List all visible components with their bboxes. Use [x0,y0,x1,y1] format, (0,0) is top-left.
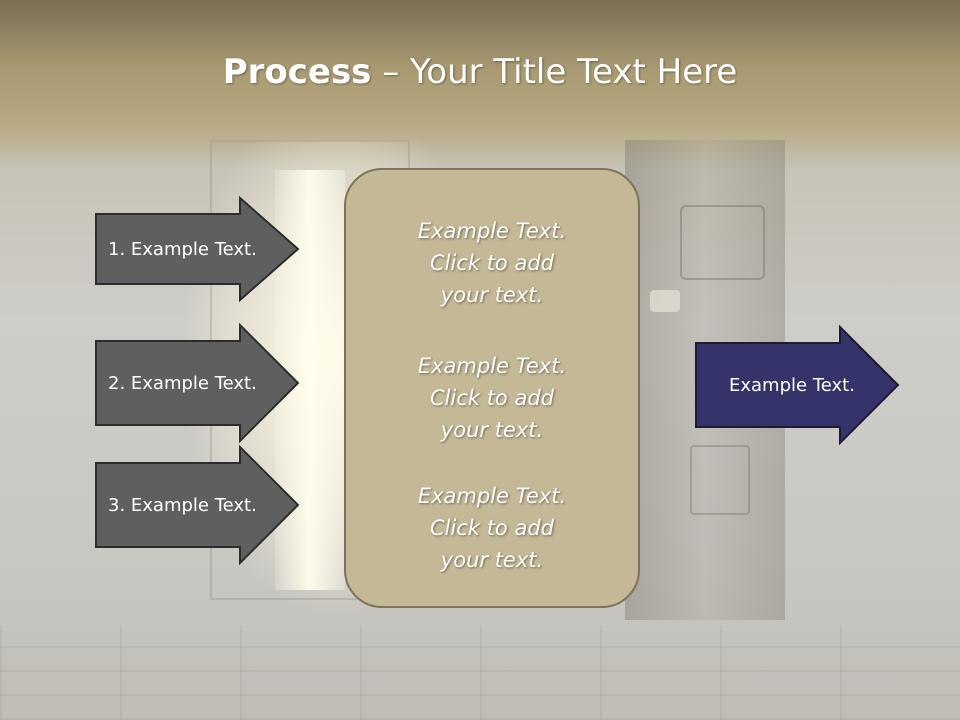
arrow-fill [695,324,900,446]
left-arrow-2[interactable]: 2. Example Text. [95,322,300,444]
slide-title-bold: Process [222,52,372,92]
arrow-fill [95,195,300,303]
background-vault-panel [680,205,765,280]
left-arrow-3[interactable]: 3. Example Text. [95,444,300,566]
center-text-item-2: Example Text. Click to add your text. [346,350,638,446]
arrow-shape-icon [95,195,300,303]
left-arrow-label: 1. Example Text. [108,238,257,260]
center-text-line: Click to add [429,516,554,540]
arrow-fill [95,444,300,566]
background-vault-handle [650,290,680,312]
center-text-line: Click to add [429,251,554,275]
background-vault-lower-panel [690,445,750,515]
arrow-fill [95,322,300,444]
right-arrow[interactable]: Example Text. [695,324,900,446]
right-arrow-label: Example Text. [729,374,855,396]
arrow-shape-icon [95,322,300,444]
center-text-line: Click to add [429,386,554,410]
center-text-item-3: Example Text. Click to add your text. [346,480,638,576]
left-arrow-label: 3. Example Text. [108,494,257,516]
arrow-shape-icon [95,444,300,566]
center-text-line: Example Text. [417,484,567,508]
center-text-line: your text. [440,418,544,442]
left-arrow-1[interactable]: 1. Example Text. [95,195,300,315]
center-text-line: your text. [440,548,544,572]
center-text-line: Example Text. [417,354,567,378]
slide-title[interactable]: Process – Your Title Text Here [0,52,960,92]
left-arrow-label: 2. Example Text. [108,372,257,394]
center-text-line: your text. [440,283,544,307]
center-text-item-1: Example Text. Click to add your text. [346,215,638,311]
arrow-shape-icon [695,324,900,446]
center-text-box[interactable]: Example Text. Click to add your text. Ex… [344,168,640,608]
background-floor-tiles [0,625,960,720]
center-text-line: Example Text. [417,219,567,243]
slide-title-rest: – Your Title Text Here [371,52,738,92]
